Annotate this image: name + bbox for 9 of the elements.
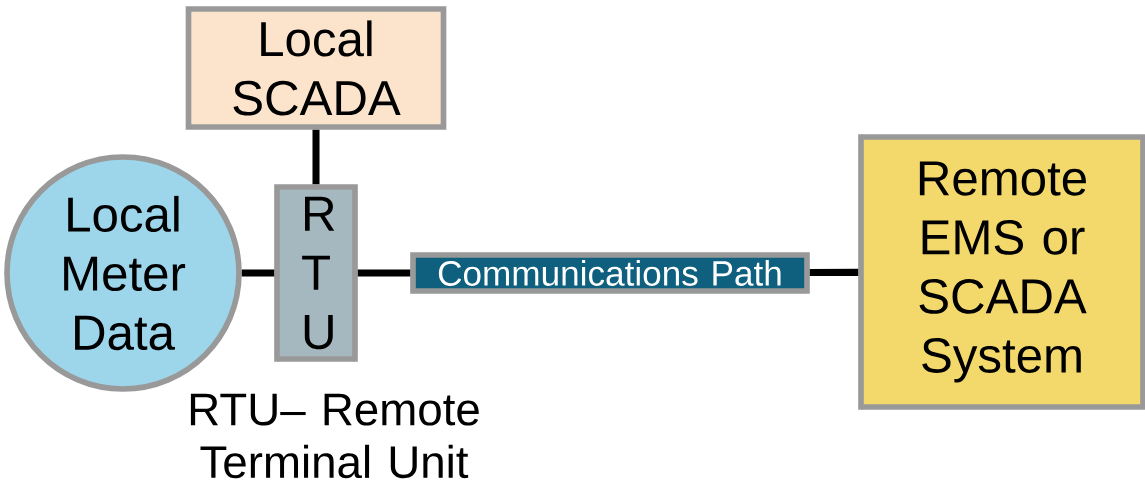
connector-line xyxy=(241,269,275,277)
system-box: Remote EMS or SCADA System xyxy=(858,134,1145,410)
path-bar: Communications Path xyxy=(410,252,810,294)
connector-line xyxy=(312,129,320,185)
caption-text: RTU– Remote Terminal Unit xyxy=(190,393,479,479)
connector-line xyxy=(357,269,411,277)
process-box: Local SCADA xyxy=(185,6,447,130)
connector-line xyxy=(809,268,859,276)
rtu-box: R T U xyxy=(274,184,358,362)
